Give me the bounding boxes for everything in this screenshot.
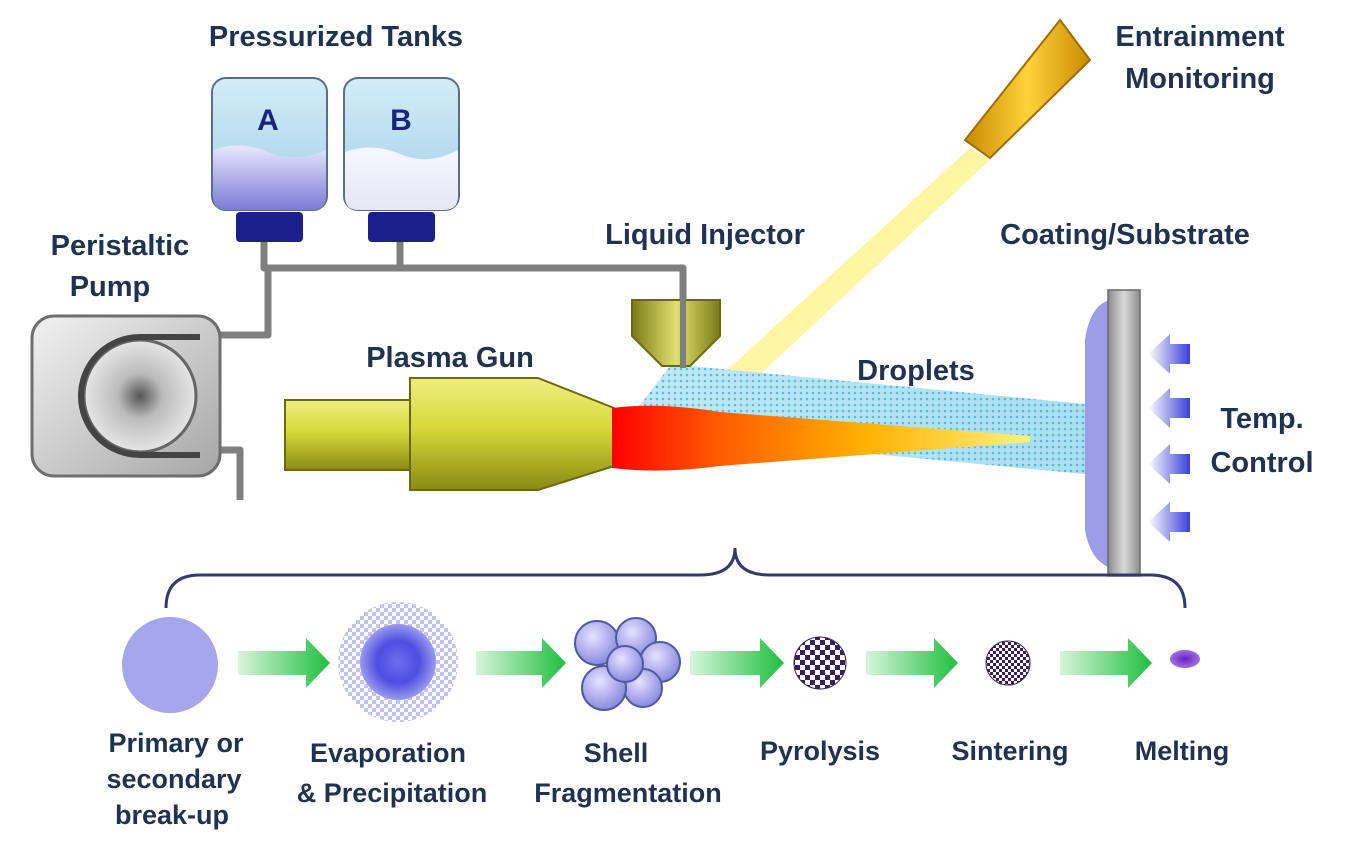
temp-control-arrows [1148,334,1190,542]
label-entrainment-line-1: Entrainment [1115,21,1285,53]
process-brace [164,547,1187,609]
stage-label-melting: Melting [1135,736,1230,766]
stage-label-pyrolysis: Pyrolysis [760,736,880,766]
stage-flow-arrows [238,638,1152,688]
stage-label-sintering: Sintering [951,736,1068,766]
stage-label-evaporation-1: Evaporation [310,738,466,768]
droplet-spray [620,366,1095,475]
label-tank-b: B [390,104,412,137]
stage-label-breakup-3: break-up [115,800,229,830]
stage-sintering-particle [985,640,1031,686]
tank-b [343,77,460,242]
plasma-gun [284,377,615,491]
stage-label-breakup-1: Primary or [108,728,244,758]
stage-label-evaporation-2: & Precipitation [297,778,488,808]
label-pressurized-tanks: Pressurized Tanks [209,21,463,53]
stage-label-shell-1: Shell [584,738,649,768]
label-pump-line-1: Peristaltic [51,230,190,262]
entrainment-camera [963,18,1092,160]
stage-melting-particle [1170,650,1200,668]
tank-a [211,77,328,242]
stage-primary-droplet [122,617,218,713]
label-coating-substrate: Coating/Substrate [1000,219,1250,251]
liquid-injector [631,270,721,368]
stage-shell-fragments [574,617,681,711]
label-temp-line-2: Control [1210,447,1313,479]
label-tank-a: A [257,104,279,137]
label-temp-line-1: Temp. [1220,403,1303,435]
stage-label-breakup-2: secondary [106,764,241,794]
label-liquid-injector: Liquid Injector [605,219,805,251]
substrate-plate [1107,289,1141,577]
stage-pyrolysis-particle [793,636,847,690]
stage-evaporation-particle [360,624,436,700]
label-entrainment-line-2: Monitoring [1125,63,1275,95]
entrainment-beam [700,148,990,398]
label-pump-line-2: Pump [70,271,151,303]
coating-layer [1085,300,1110,568]
plasma-flame [612,405,1030,471]
label-droplets: Droplets [857,355,975,387]
label-plasma-gun: Plasma Gun [366,342,534,374]
peristaltic-pump [30,314,222,478]
stage-label-shell-2: Fragmentation [534,778,722,808]
